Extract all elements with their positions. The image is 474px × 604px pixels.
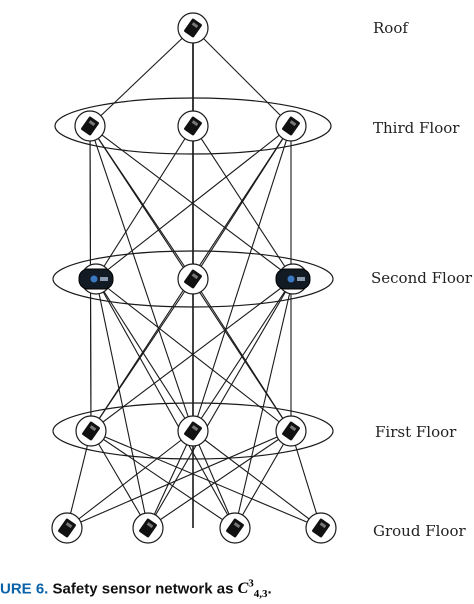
sensor-node-second-2 xyxy=(275,263,311,295)
sensor-screen-icon xyxy=(88,120,96,127)
sensor-screen-icon xyxy=(289,425,297,432)
sensor-screen-icon xyxy=(191,22,199,29)
caption-superscript: 3 xyxy=(248,578,254,590)
sensor-screen-icon xyxy=(65,522,73,529)
sensor-screen-icon xyxy=(146,522,154,529)
sensor-screen-icon xyxy=(289,120,297,127)
sensor-device-icon xyxy=(81,116,99,136)
sensor-node-third-0 xyxy=(74,110,106,142)
sensor-node-second-1 xyxy=(177,263,209,295)
sensor-device-icon xyxy=(184,18,202,38)
edge-first-1-ground-0 xyxy=(66,430,194,529)
edge-third-2-first-1 xyxy=(192,125,292,432)
sensor-screen-icon xyxy=(191,425,199,432)
sensor-node-second-0 xyxy=(78,263,114,295)
floor-group-ellipse-second xyxy=(52,250,334,308)
floor-labels: Roof Third Floor Second Floor First Floo… xyxy=(371,19,473,540)
caption-text: Safety sensor network as xyxy=(52,580,234,598)
edge-second-1-first-0 xyxy=(90,278,194,432)
sensor-device-icon xyxy=(184,116,202,136)
sensor-node-ground-1 xyxy=(132,512,164,544)
sensor-screen-icon xyxy=(233,522,241,529)
sensor-device-icon xyxy=(82,421,100,441)
edge-roof-0-third-0 xyxy=(89,27,194,127)
edge-first-1-ground-2 xyxy=(192,430,236,529)
edge-first-0-ground-0 xyxy=(66,430,92,529)
sensor-node-roof-0 xyxy=(177,12,209,44)
edge-first-2-ground-1 xyxy=(147,430,292,529)
edge-third-0-first-1 xyxy=(89,125,194,432)
hub-indicator-icon xyxy=(90,275,98,283)
edge-first-2-ground-0 xyxy=(66,430,292,529)
floor-label-first: First Floor xyxy=(375,423,457,441)
edge-first-0-ground-1 xyxy=(90,430,149,529)
sensor-device-icon xyxy=(58,518,76,538)
sensor-node-third-1 xyxy=(177,110,209,142)
sensor-screen-icon xyxy=(319,522,327,529)
hub-indicator-icon xyxy=(287,275,295,283)
edge-first-0-ground-3 xyxy=(90,430,322,529)
edge-third-1-second-2 xyxy=(192,125,294,280)
floor-label-ground: Groud Floor xyxy=(373,522,466,540)
sensor-device-icon xyxy=(139,518,157,538)
sensor-node-ground-2 xyxy=(219,512,251,544)
sensor-device-icon xyxy=(282,421,300,441)
edge-first-0-ground-2 xyxy=(90,430,236,529)
floor-label-third: Third Floor xyxy=(373,119,460,137)
edge-first-1-ground-3 xyxy=(192,430,322,529)
sensor-screen-icon xyxy=(191,273,199,280)
sensor-node-ground-3 xyxy=(305,512,337,544)
sensor-node-first-1 xyxy=(177,415,209,447)
edge-first-1-ground-1 xyxy=(147,430,194,529)
sensor-node-ground-0 xyxy=(51,512,83,544)
edge-second-2-first-1 xyxy=(192,278,294,432)
figure-caption: URE 6. Safety sensor network as C34,3. xyxy=(0,578,272,601)
sensor-device-icon xyxy=(226,518,244,538)
caption-end: . xyxy=(267,580,272,598)
edge-third-1-second-0 xyxy=(95,125,194,280)
hub-display-icon xyxy=(100,277,108,281)
sensor-device-icon xyxy=(282,116,300,136)
floor-groupings xyxy=(52,97,334,460)
sensor-node-first-0 xyxy=(75,415,107,447)
sensor-node-first-2 xyxy=(275,415,307,447)
sensor-device-icon xyxy=(312,518,330,538)
sensor-node-third-2 xyxy=(275,110,307,142)
floor-group-ellipse-third xyxy=(54,97,332,155)
caption-symbol-letter: C xyxy=(237,580,249,598)
edge-second-2-ground-2 xyxy=(234,278,294,529)
floor-label-second: Second Floor xyxy=(371,269,473,287)
sensor-screen-icon xyxy=(191,120,199,127)
sensor-device-icon xyxy=(184,421,202,441)
edge-roof-0-third-2 xyxy=(192,27,292,127)
sensor-device-icon xyxy=(184,269,202,289)
edge-second-0-first-1 xyxy=(95,278,194,432)
edge-second-0-ground-1 xyxy=(95,278,149,529)
hub-display-icon xyxy=(297,277,305,281)
caption-subscript: 4,3 xyxy=(253,588,268,601)
edge-first-2-ground-2 xyxy=(234,430,292,529)
caption-symbol: C34,3 xyxy=(237,578,268,601)
figure-number: URE 6. xyxy=(0,580,49,598)
edge-first-2-ground-3 xyxy=(290,430,322,529)
sensor-screen-icon xyxy=(89,425,97,432)
edge-second-1-first-2 xyxy=(192,278,292,432)
floor-group-ellipse-first xyxy=(52,402,334,460)
sensor-nodes xyxy=(51,12,337,544)
floor-label-roof: Roof xyxy=(373,19,409,37)
edge-third-0-second-2 xyxy=(89,125,294,280)
